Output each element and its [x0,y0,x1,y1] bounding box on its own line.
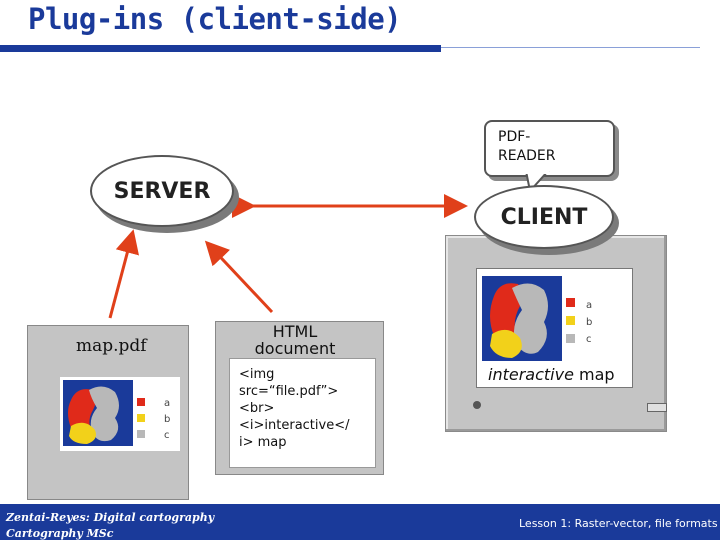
html-document-title: HTML document [235,323,355,357]
reader-line-1: PDF- [498,129,531,145]
html-title-line-2: document [254,339,336,358]
map-pdf-label: map.pdf [76,336,147,356]
caption-rest: map [573,365,615,384]
pdf-legend-c: c [164,430,170,441]
monitor-power-dot [473,401,481,409]
legend-c: c [586,334,592,345]
pdf-legend-a: a [164,398,171,409]
footer-author: Zentai-Reyes: Digital cartography [6,511,215,524]
monitor-button [647,403,667,412]
pdf-map-image [63,380,145,446]
legend-a: a [586,300,593,311]
html-code: <img src=“file.pdf”> <br> <i>interactive… [239,366,369,451]
footer-program: Cartography MSc [6,527,114,540]
footer-credits: Zentai-Reyes: Digital cartography Cartog… [6,510,214,542]
footer-lesson: Lesson 1: Raster-vector, file formats [519,517,718,530]
pdf-legend-b: b [164,414,171,425]
code-line-2: src=“file.pdf”> [239,384,339,399]
page-title: Plug-ins (client-side) [28,2,402,36]
legend-b: b [586,317,593,328]
screen-map-image [482,276,575,361]
title-underline [0,45,441,52]
footer-bar [0,504,720,540]
html-title-line-1: HTML [272,322,318,341]
screen-legend: a b c [586,297,592,348]
interactive-map-caption: interactive map [488,365,615,384]
reader-line-2: READER [498,148,556,164]
html-document-body [229,358,376,468]
code-line-3: <br> [239,401,275,416]
title-rule [441,47,700,48]
server-node: SERVER [90,155,234,227]
pdf-reader-bubble: PDF- READER [484,120,615,177]
pdf-to-server-arrow [108,229,139,319]
pdf-legend: a b c [164,396,170,444]
code-line-4: <i>interactive</ [239,418,350,433]
html-to-server-arrow [204,240,274,314]
caption-italic: interactive [488,365,574,384]
code-line-1: <img [239,367,275,382]
code-line-5: i> map [239,435,287,450]
client-node: CLIENT [474,185,614,249]
